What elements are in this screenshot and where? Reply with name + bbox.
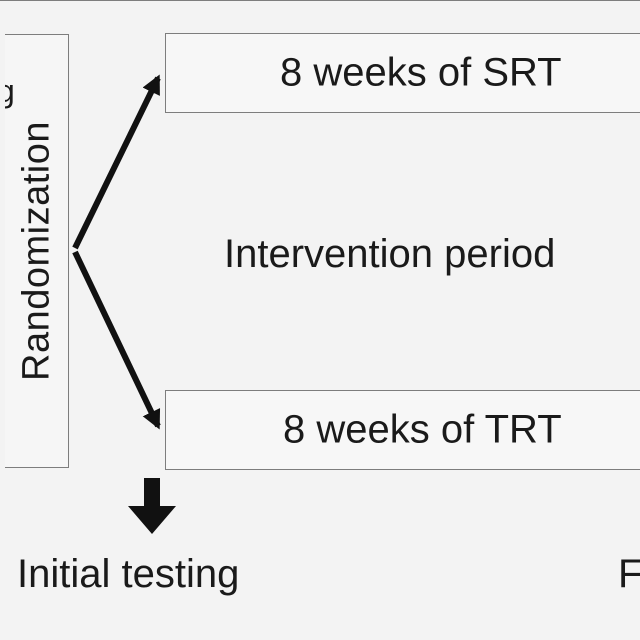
cut-off-left-text: g: [5, 75, 15, 107]
top-frame-line: [0, 0, 640, 1]
cut-off-right-text: F: [618, 552, 640, 596]
srt-arm-box: 8 weeks of SRT: [165, 33, 640, 113]
trt-arm-label: 8 weeks of TRT: [283, 407, 562, 452]
randomization-box: g Randomization: [5, 34, 69, 468]
srt-arm-label: 8 weeks of SRT: [280, 50, 562, 95]
trt-arm-box: 8 weeks of TRT: [165, 390, 640, 470]
down-arrow-icon: [128, 478, 176, 534]
initial-testing-label: Initial testing: [17, 552, 240, 596]
randomization-label: Randomization: [15, 121, 57, 381]
arrow-to-srt: [72, 74, 161, 250]
arrow-to-trt: [72, 250, 161, 430]
intervention-period-label: Intervention period: [224, 232, 556, 276]
